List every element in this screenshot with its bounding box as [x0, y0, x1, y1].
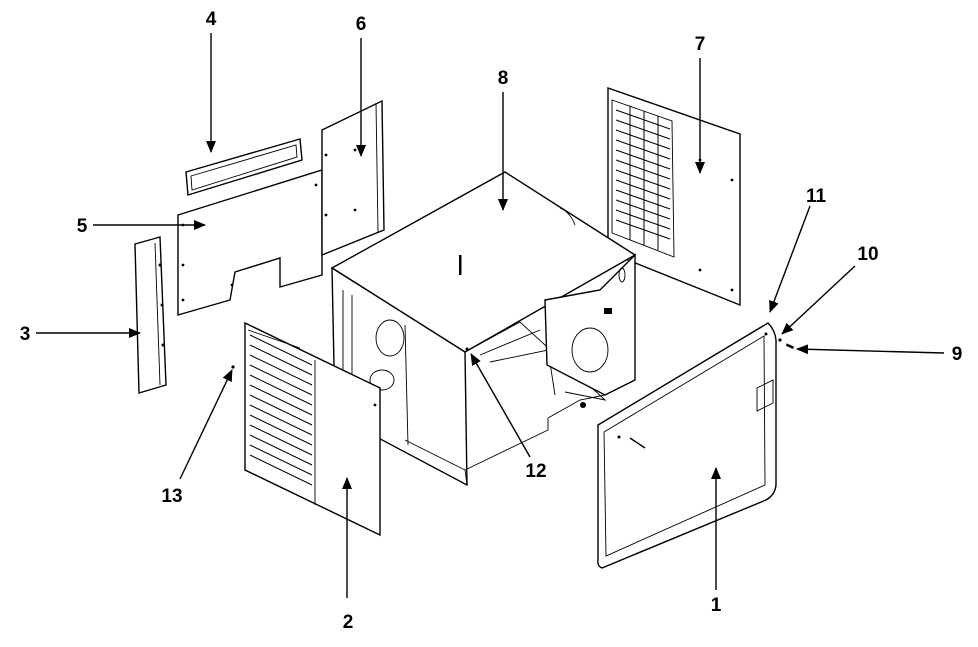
- callout-5: 5: [77, 216, 88, 237]
- callout-11: 11: [806, 186, 827, 207]
- callout-labels: 1 2 3 4 5 6 7 8 9 10 11 12 13: [20, 9, 963, 633]
- front-cover-part-1: [597, 322, 777, 569]
- rear-panel-part-6: [321, 99, 385, 257]
- callout-9: 9: [952, 344, 963, 365]
- callout-7: 7: [695, 34, 706, 55]
- callout-4: 4: [206, 9, 217, 30]
- leader-9: [796, 344, 945, 355]
- callout-2: 2: [343, 612, 354, 633]
- callout-8: 8: [498, 68, 509, 89]
- side-panel-part-3: [134, 236, 167, 394]
- callout-6: 6: [356, 14, 367, 35]
- louvered-panel-part-7: [607, 87, 741, 307]
- leader-13: [179, 369, 233, 480]
- leader-12: [470, 353, 531, 458]
- callout-13: 13: [161, 486, 182, 507]
- leader-10: [781, 265, 856, 335]
- callout-3: 3: [20, 324, 31, 345]
- callout-12: 12: [525, 461, 546, 482]
- callout-arrows: [36, 33, 945, 598]
- hardware-parts: [231, 338, 795, 369]
- leader-11: [769, 205, 811, 313]
- filter-frame-part-4: [185, 138, 303, 196]
- callout-1: 1: [711, 595, 722, 616]
- callout-10: 10: [857, 244, 878, 265]
